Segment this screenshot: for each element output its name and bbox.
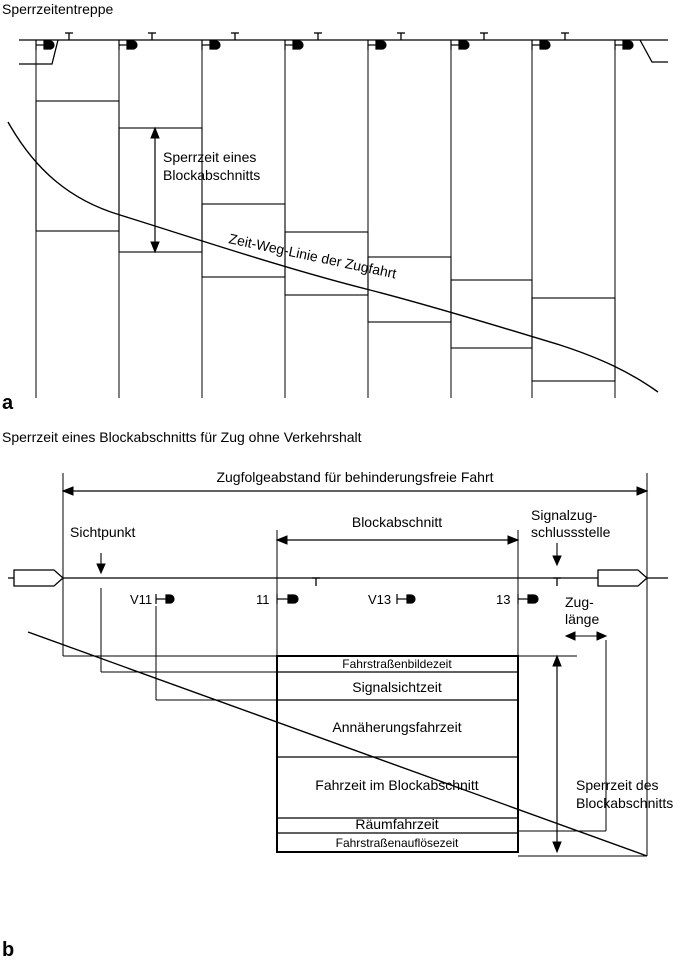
signal-icon-a [367, 40, 387, 50]
blocking-time-staircase [35, 100, 616, 382]
component-annaeherungsfahrzeit: Annäherungsfahrzeit [332, 719, 461, 735]
label-sperrzeit-des-line2: Blockabschnitts [576, 795, 673, 811]
signal-icon-a [284, 40, 304, 50]
zugfolge-arrow [61, 486, 649, 496]
sperrzeit-arrow-b [552, 654, 562, 854]
component-signalsichtzeit: Signalsichtzeit [352, 679, 442, 695]
component-fahrstrassenaufloesezeit: Fahrstraßenauflösezeit [336, 836, 459, 850]
signal-v11-icon [155, 594, 175, 604]
signal-label-13: 13 [496, 592, 510, 607]
train-right [597, 569, 648, 587]
panel-letter-b: b [2, 939, 14, 961]
component-box [276, 655, 519, 853]
label-blockabschnitt: Blockabschnitt [352, 514, 442, 530]
signal-icon-a [614, 40, 634, 50]
track-a [19, 39, 668, 65]
signal-icon-a [201, 40, 221, 50]
signal-13-icon [517, 594, 539, 604]
signal-label-v13: V13 [368, 592, 391, 607]
component-raeumfahrzeit: Räumfahrzeit [355, 816, 438, 832]
signal-icons-a [35, 40, 634, 50]
component-fahrstrassenbildezeit: Fahrstraßenbildezeit [342, 657, 452, 671]
label-sperrzeit-des-line1: Sperrzeit des [576, 777, 658, 793]
t-markers-a [65, 32, 569, 40]
time-distance-line-b [27, 631, 648, 857]
signal-icon-a [450, 40, 470, 50]
signal-icon-a [118, 40, 138, 50]
signal-icon-a [35, 40, 55, 50]
title-a: Sperrzeitentreppe [2, 1, 114, 17]
signal-v13-icon [396, 594, 416, 604]
label-zugfolge: Zugfolgeabstand für behinderungsfreie Fa… [216, 469, 493, 485]
label-sichtpunkt: Sichtpunkt [70, 524, 135, 540]
train-left [13, 569, 64, 587]
component-fahrzeit-block: Fahrzeit im Blockabschnitt [315, 777, 479, 793]
label-zuglaenge-line2: länge [565, 611, 599, 627]
track-b [8, 569, 668, 587]
title-b: Sperrzeit eines Blockabschnitts für Zug … [2, 429, 362, 445]
time-distance-curve-a [7, 121, 659, 393]
zuglaenge-arrow [564, 631, 608, 641]
label-zuglaenge-line1: Zug- [565, 594, 594, 610]
blockabschnitt-arrow [275, 535, 520, 545]
label-signalzug-line2: schlussstelle [531, 524, 611, 540]
block-boundaries-a [35, 40, 616, 398]
label-sperrzeit-line2: Blockabschnitts [163, 167, 260, 183]
sichtpunkt-arrow [96, 553, 106, 575]
signal-11-icon [276, 594, 299, 604]
label-sperrzeit-line1: Sperrzeit eines [163, 149, 256, 165]
signal-label-v11: V11 [130, 592, 152, 607]
t-markers-b [312, 577, 561, 586]
signal-label-11: 11 [256, 592, 270, 607]
sperrzeit-arrow-a [150, 126, 160, 254]
signalzug-arrow [552, 543, 562, 567]
label-signalzug-line1: Signalzug- [531, 507, 597, 523]
panel-letter-a: a [2, 392, 14, 414]
signal-icon-a [531, 40, 551, 50]
